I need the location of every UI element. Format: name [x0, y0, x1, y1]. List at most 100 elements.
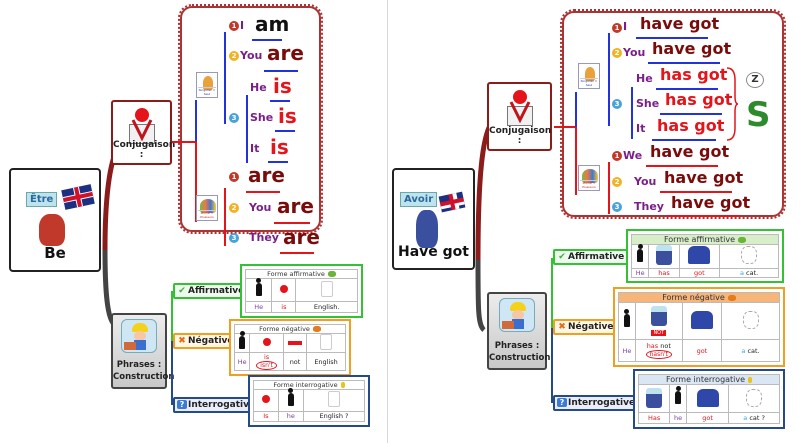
builder-icon: [121, 319, 157, 353]
be-icon: [261, 395, 270, 404]
pronoun: You: [623, 46, 646, 59]
verb-form: has got: [657, 116, 725, 135]
snake-s-icon: S: [746, 95, 771, 135]
table-title: Forme interrogative: [253, 380, 365, 390]
person-icon: [287, 387, 294, 406]
verb-form: has got: [665, 90, 733, 109]
word-cell: English.: [295, 301, 358, 313]
central-node-be[interactable]: Être Be: [9, 168, 101, 272]
plural-subbranch: [608, 162, 610, 214]
pronoun: I: [240, 19, 245, 32]
word-cell: He: [244, 301, 273, 313]
have-icon: [646, 387, 663, 408]
check-v-icon: [509, 101, 530, 124]
row-underline: [270, 100, 290, 102]
row-underline: [667, 215, 739, 217]
third-person-subbranch: [246, 95, 248, 163]
person-icon: [623, 308, 630, 327]
check-v-icon: [131, 119, 152, 142]
got-icon: [696, 388, 719, 407]
branch-label: Affirmative: [568, 252, 625, 262]
verb-form: is: [273, 74, 292, 98]
pronoun: They: [634, 200, 664, 213]
not-icon: [288, 341, 303, 345]
english-icon: [327, 391, 340, 408]
verb-form: are: [283, 225, 320, 249]
affirmative-icon: [327, 271, 336, 277]
singular-branch-line: [575, 92, 577, 127]
affirmative-branch[interactable]: ✔Affirmative: [553, 249, 630, 265]
english-icon: [320, 281, 333, 298]
phrases-construction-node[interactable]: Phrases :Construction: [111, 313, 174, 389]
not-badge: NOT: [651, 330, 667, 337]
central-title: Have got: [398, 244, 469, 260]
pronoun: He: [636, 72, 653, 85]
cross-icon: ✖: [558, 322, 566, 332]
etre-banner: Être: [26, 192, 58, 207]
verb-form: are: [277, 194, 314, 218]
person-icon: [255, 277, 262, 296]
affirmative-connector: [171, 291, 173, 341]
pronoun: She: [250, 111, 274, 124]
verb-form: have got: [664, 168, 744, 187]
phrases-label: Phrases :Construction: [489, 341, 551, 363]
row-underline: [268, 161, 288, 163]
verb-form: are: [248, 163, 285, 187]
table-title: Forme négative: [618, 292, 780, 303]
robot-icon: [128, 124, 155, 144]
affirmative-branch[interactable]: ✔Affirmative: [173, 283, 250, 299]
negative-branch[interactable]: ✖Négative: [553, 319, 619, 335]
red-dot-icon: [134, 108, 149, 122]
word-cell: Has: [637, 412, 671, 424]
phrases-construction-node[interactable]: Phrases :Construction: [487, 292, 551, 370]
branch-label: Interrogative: [188, 400, 256, 410]
person-number-badge: 3: [612, 202, 622, 212]
builder-icon: [499, 298, 535, 332]
branch-label: Négative: [188, 336, 234, 346]
singular-icon: Singulier = Seul: [196, 72, 218, 98]
stem-line: [172, 141, 196, 143]
be-icon: [262, 338, 271, 346]
interrogative-branch[interactable]: ?Interrogative: [553, 395, 641, 411]
row-underline: [280, 252, 314, 254]
word-cell: got: [681, 339, 723, 362]
row-underline: [274, 222, 310, 224]
person-icon: [637, 243, 644, 262]
plural-branch-line: [575, 127, 577, 195]
interrogative-icon: [340, 382, 345, 388]
cat-icon: [741, 246, 758, 265]
word-cell: he: [277, 410, 304, 423]
central-node-have-got[interactable]: Avoir Have got: [392, 168, 475, 270]
got-icon: [688, 246, 711, 265]
conjugaison-node[interactable]: Conjugaison :: [487, 82, 552, 151]
have-icon: [650, 306, 667, 327]
conjugaison-label: Conjugaison :: [113, 140, 176, 160]
affirmative-icon: [738, 236, 747, 243]
plural-subbranch: [224, 188, 226, 246]
person-number-badge: 2: [612, 48, 622, 58]
verb-form: have got: [671, 193, 751, 212]
contraction-badge: hasn't: [645, 350, 673, 360]
plural-icon: Pluriel = Plusieurs: [196, 195, 218, 221]
singular-branch-line: [195, 100, 197, 142]
verb-form: am: [255, 12, 290, 36]
person-number-badge: 1: [612, 151, 622, 161]
row-underline: [652, 139, 716, 141]
row-underline: [264, 70, 298, 72]
plural-branch-line: [195, 142, 197, 222]
conjugaison-node[interactable]: Conjugaison :: [111, 100, 176, 165]
english-icon: [320, 334, 333, 350]
row-underline: [660, 191, 732, 193]
interrogative-branch[interactable]: ?Interrogative: [173, 397, 261, 413]
word-cell: is: [271, 301, 297, 313]
person-number-badge: 1: [229, 21, 239, 31]
row-underline: [660, 113, 722, 115]
person-number-badge: 3: [229, 233, 239, 243]
table-title: Forme affirmative: [631, 234, 779, 245]
